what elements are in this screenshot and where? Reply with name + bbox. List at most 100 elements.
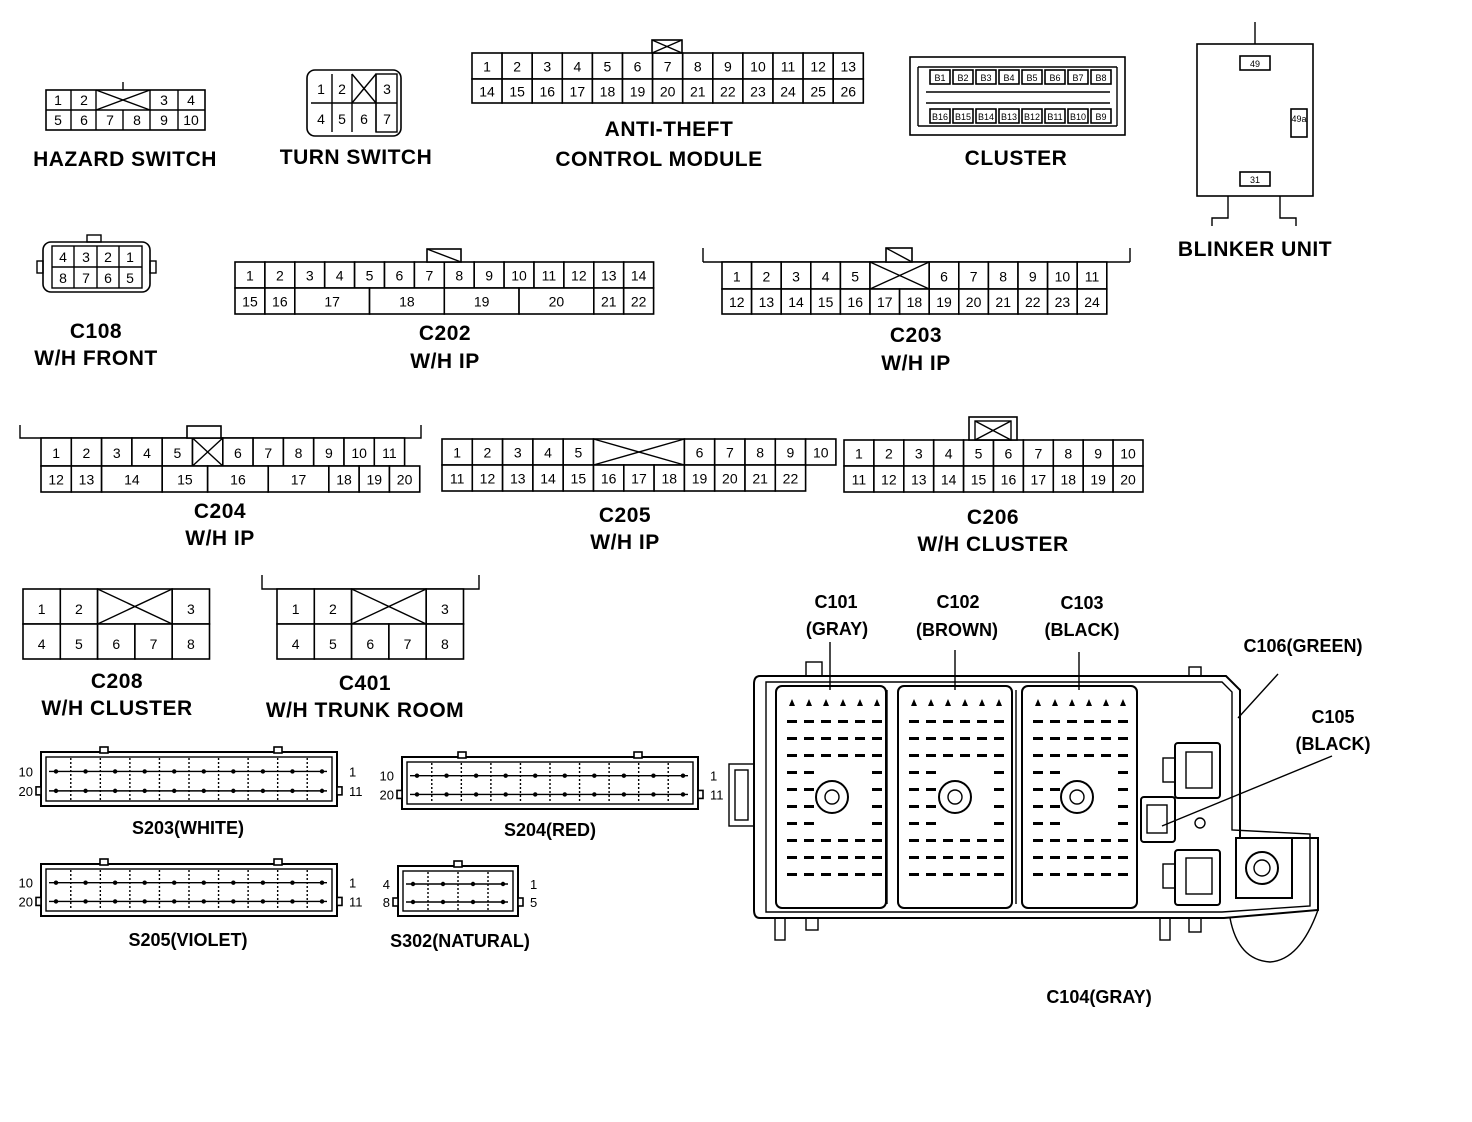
turn-switch-connector: 1 2 3 4 5 6 7 TURN SWITCH <box>280 69 432 169</box>
pin-label: 2 <box>276 268 284 284</box>
pin-label: 12 <box>571 268 587 284</box>
c105-label: C105 <box>1311 707 1354 727</box>
s204-label: S204(RED) <box>504 820 596 840</box>
pin-label: B3 <box>980 73 991 83</box>
pin-label: 1 <box>38 601 46 617</box>
pin-label: B4 <box>1003 73 1014 83</box>
c203-sublabel: W/H IP <box>881 352 951 375</box>
junction-box <box>728 642 1333 963</box>
pin-label: 7 <box>150 636 158 652</box>
pin-label: 18 <box>399 294 415 310</box>
pin-label: 16 <box>539 83 555 99</box>
pin-label: 3 <box>792 268 800 284</box>
pin-label: 5 <box>851 268 859 284</box>
c204-sublabel: W/H IP <box>185 527 255 550</box>
pin-label: 12 <box>48 472 64 488</box>
splice-end-label: 10 <box>19 876 33 891</box>
pin-label: 5 <box>173 445 181 461</box>
pin-label: 5 <box>975 446 983 462</box>
pin-label: 16 <box>230 472 246 488</box>
c401-label: C401 <box>339 672 391 695</box>
c206-sublabel: W/H CLUSTER <box>917 533 1068 556</box>
anti-theft-label-line2: CONTROL MODULE <box>555 148 762 171</box>
pin-label: 18 <box>1060 472 1076 488</box>
pin-label: 13 <box>510 471 526 487</box>
pin-label: 21 <box>752 471 768 487</box>
pin-label: 14 <box>941 472 957 488</box>
pin-label: 1 <box>54 92 62 108</box>
blinker-unit: 49 49a 31 BLINKER UNIT <box>1178 22 1332 261</box>
pin-label: B15 <box>955 112 971 122</box>
c105-leader <box>1161 755 1333 827</box>
pin-label: B5 <box>1026 73 1037 83</box>
splice-end-label: 20 <box>19 894 33 909</box>
pin-label: 6 <box>234 445 242 461</box>
pin-label: 14 <box>788 294 804 310</box>
splice-end-label: 20 <box>380 787 394 802</box>
pin-label: 3 <box>160 92 168 108</box>
splice-end-label: 10 <box>19 764 33 779</box>
pin-label: 4 <box>317 111 325 127</box>
pin-label: 14 <box>631 268 647 284</box>
pin-label: 15 <box>509 83 525 99</box>
pin-label: B11 <box>1047 112 1062 122</box>
pin-label: 1 <box>126 249 134 265</box>
pin-label: 6 <box>104 270 112 286</box>
pin-label: 18 <box>600 83 616 99</box>
splice-end-label: 8 <box>383 895 390 910</box>
pin-label: 17 <box>1031 472 1047 488</box>
pin-label: 13 <box>601 268 617 284</box>
pin-label: 9 <box>787 445 795 461</box>
pin-label: 3 <box>514 445 522 461</box>
pin-label: 4 <box>336 268 344 284</box>
c208-label: C208 <box>91 670 143 693</box>
pin-label: 5 <box>366 268 374 284</box>
c102-sublabel: (BROWN) <box>916 620 998 640</box>
pin-label: 4 <box>187 92 195 108</box>
pin-label: 3 <box>82 249 90 265</box>
pin-label: 20 <box>1120 472 1136 488</box>
pin-label: 7 <box>726 445 734 461</box>
pin-label: 18 <box>336 472 352 488</box>
pin-label: 3 <box>383 81 391 97</box>
pin-label: B9 <box>1095 112 1106 122</box>
pin-label: 5 <box>338 111 346 127</box>
pin-label: 22 <box>720 83 736 99</box>
pin-label: 22 <box>783 471 799 487</box>
splice-end-label: 1 <box>349 764 356 779</box>
pin-label: 20 <box>397 472 413 488</box>
c108-label: C108 <box>70 320 122 343</box>
pin-label: 12 <box>480 471 496 487</box>
blinker-pin-49: 49 <box>1250 59 1260 69</box>
pin-label: 1 <box>52 445 60 461</box>
pin-label: 21 <box>690 83 706 99</box>
pin-label: 19 <box>630 83 646 99</box>
pin-label: 1 <box>317 81 325 97</box>
c205-sublabel: W/H IP <box>590 531 660 554</box>
blinker-pin-31: 31 <box>1250 175 1260 185</box>
turn-switch-label: TURN SWITCH <box>280 146 432 169</box>
c108-sublabel: W/H FRONT <box>34 347 157 370</box>
pin-label: 16 <box>272 294 288 310</box>
pin-label: 17 <box>291 472 307 488</box>
pin-label: B10 <box>1070 112 1086 122</box>
pin-label: 10 <box>1055 268 1071 284</box>
pin-label: 8 <box>133 112 141 128</box>
pin-label: 3 <box>543 59 551 75</box>
pin-label: 7 <box>425 268 433 284</box>
pin-label: 14 <box>124 472 140 488</box>
pin-label: 1 <box>292 601 300 617</box>
pin-label: 2 <box>513 59 521 75</box>
pin-label: 2 <box>80 92 88 108</box>
pin-label: 11 <box>852 472 867 488</box>
splice-end-label: 11 <box>710 787 724 802</box>
c101-sublabel: (GRAY) <box>806 619 868 639</box>
pin-label: 11 <box>450 471 465 487</box>
pin-label: 8 <box>59 270 67 286</box>
pin-label: 1 <box>733 268 741 284</box>
pin-label: 6 <box>396 268 404 284</box>
